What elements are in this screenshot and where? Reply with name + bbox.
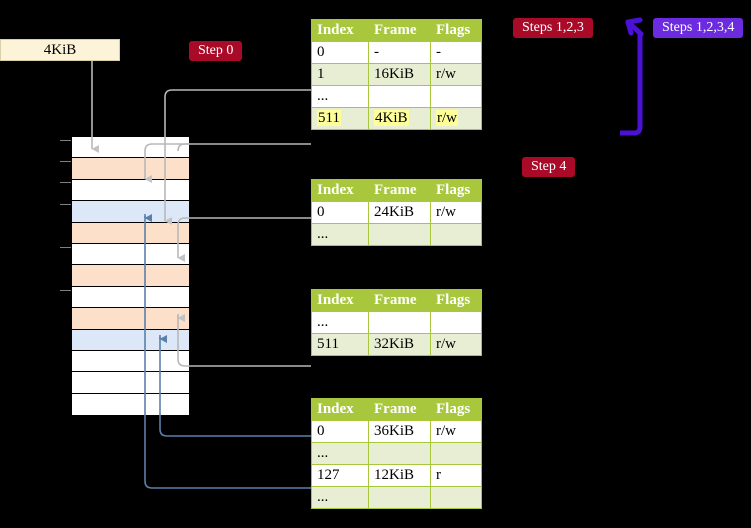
pte-index: ...	[311, 486, 369, 509]
memory-frame-row	[72, 158, 189, 180]
pte-index: 1	[311, 63, 369, 86]
wire-t0-row511-seg	[177, 143, 311, 152]
pte-flags: r/w	[430, 420, 482, 443]
column-header-frame: Frame	[368, 179, 431, 202]
pte-flags	[430, 442, 482, 465]
table-row: ...	[311, 442, 482, 465]
pte-frame: 24KiB	[368, 201, 431, 224]
pte-index: 511	[311, 333, 369, 356]
column-header-flags: Flags	[430, 289, 482, 312]
pte-index: 0	[311, 420, 369, 443]
pte-flags	[430, 486, 482, 509]
highlighted-value: r/w	[436, 110, 458, 126]
badge-step-4: Step 4	[522, 157, 576, 177]
pte-index: 127	[311, 464, 369, 487]
memory-frame-row	[72, 265, 189, 287]
column-header-index: Index	[311, 19, 369, 42]
table-row: ...	[311, 85, 482, 108]
column-header-index: Index	[311, 179, 369, 202]
pte-frame	[368, 486, 431, 509]
pte-index: ...	[311, 311, 369, 334]
table-row: ...	[311, 486, 482, 509]
pte-frame: 32KiB	[368, 333, 431, 356]
wire-violet-arrow-b	[625, 17, 643, 36]
pte-frame: 12KiB	[368, 464, 431, 487]
column-header-index: Index	[311, 398, 369, 421]
wire-t2-row511-seg	[177, 316, 311, 367]
memory-frame-row	[72, 329, 189, 351]
pte-flags	[430, 311, 482, 334]
pte-flags: r/w	[430, 333, 482, 356]
memory-tick	[60, 182, 72, 183]
memory-frame-row	[72, 350, 189, 373]
wire-violet-bracket	[620, 36, 643, 136]
pte-index: 0	[311, 201, 369, 224]
pte-frame: -	[368, 41, 431, 64]
memory-frame-row	[72, 372, 189, 394]
pte-flags	[430, 223, 482, 246]
badge-steps-123: Steps 1,2,3	[513, 18, 593, 38]
pte-frame	[368, 85, 431, 108]
pte-flags: -	[430, 41, 482, 64]
memory-tick	[60, 161, 72, 162]
pte-index: ...	[311, 85, 369, 108]
memory-tick	[60, 247, 72, 248]
pte-flags	[430, 85, 482, 108]
table-row: ...	[311, 223, 482, 246]
memory-frame-row	[72, 308, 189, 330]
pte-frame	[368, 442, 431, 465]
pte-frame: 16KiB	[368, 63, 431, 86]
memory-frame-row	[72, 201, 189, 223]
highlighted-value: 4KiB	[374, 110, 409, 126]
wire-t1-row0-to-memory	[177, 217, 311, 262]
table-row: ...	[311, 311, 482, 334]
badge-steps-1234: Steps 1,2,3,4	[653, 18, 744, 38]
pte-frame: 36KiB	[368, 420, 431, 443]
memory-tick	[60, 290, 72, 291]
pte-frame	[368, 311, 431, 334]
wire-violet-arrow-a	[625, 19, 644, 37]
pte-index: ...	[311, 442, 369, 465]
memory-frame-row	[72, 286, 189, 309]
physical-memory-column	[71, 136, 190, 416]
pte-flags: r/w	[430, 201, 482, 224]
column-header-index: Index	[311, 289, 369, 312]
pte-frame: 4KiB	[368, 107, 431, 130]
memory-frame-row	[72, 179, 189, 202]
column-header-flags: Flags	[430, 19, 482, 42]
column-header-frame: Frame	[368, 398, 431, 421]
pte-index: 0	[311, 41, 369, 64]
table-row: 0--	[311, 41, 482, 64]
column-header-frame: Frame	[368, 19, 431, 42]
memory-tick	[60, 204, 72, 205]
memory-frame-row	[72, 393, 189, 416]
column-header-flags: Flags	[430, 398, 482, 421]
pte-frame	[368, 223, 431, 246]
pte-index: ...	[311, 223, 369, 246]
column-header-frame: Frame	[368, 289, 431, 312]
memory-frame-row	[72, 222, 189, 244]
table-row: 511 4KiB r/w	[311, 107, 482, 130]
frame-size-label: 4KiB	[0, 39, 120, 61]
badge-step-0: Step 0	[189, 41, 243, 61]
pte-flags: r/w	[430, 107, 482, 130]
column-header-flags: Flags	[430, 179, 482, 202]
memory-frame-row	[72, 243, 189, 266]
highlighted-value: 511	[317, 110, 341, 126]
pte-flags: r/w	[430, 63, 482, 86]
memory-frame-row	[72, 137, 189, 159]
pte-flags: r	[430, 464, 482, 487]
memory-tick	[60, 140, 72, 141]
pte-index: 511	[311, 107, 369, 130]
